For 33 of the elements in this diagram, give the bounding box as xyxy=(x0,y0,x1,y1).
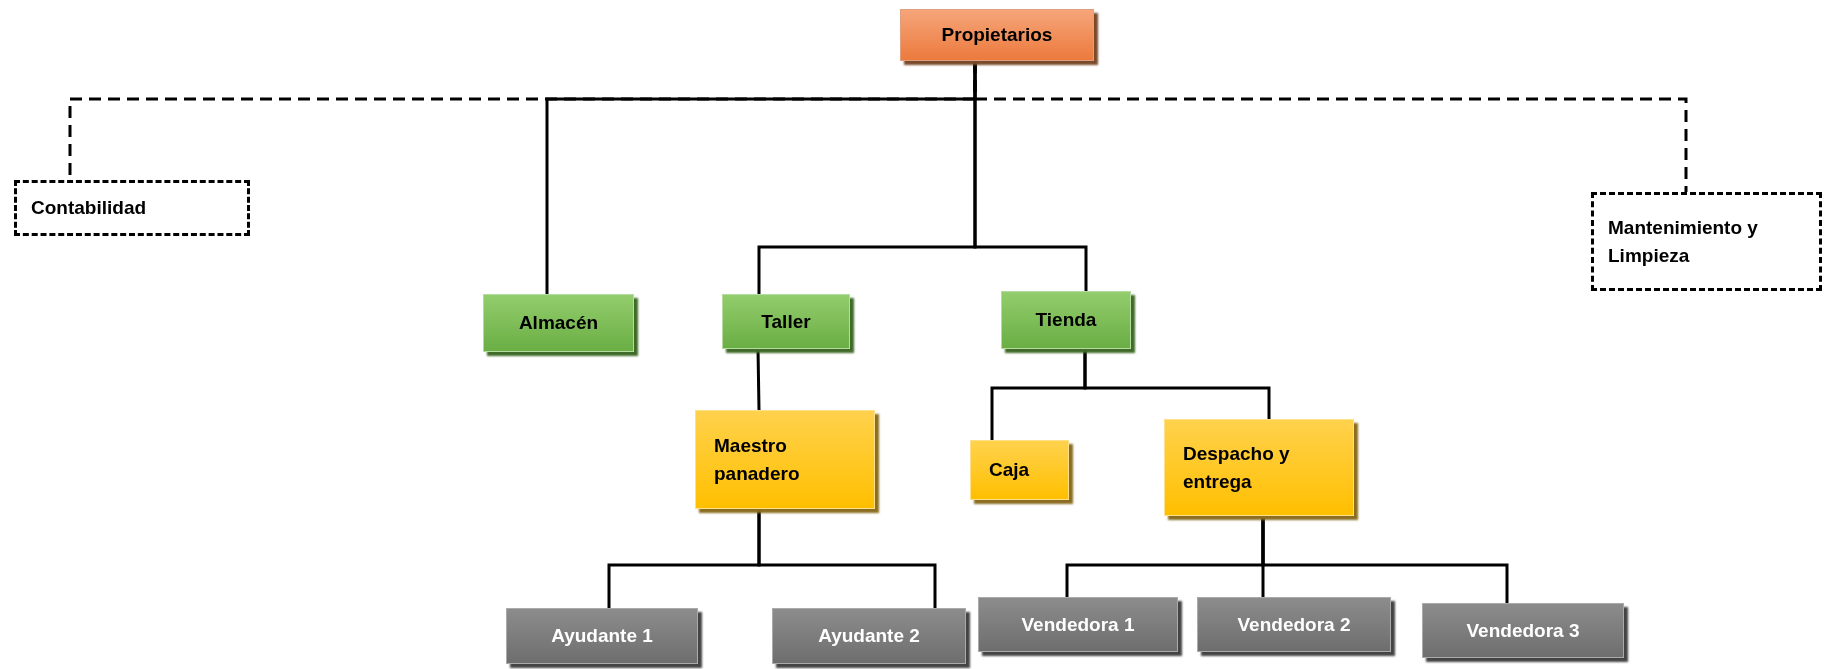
org-box xyxy=(722,294,850,349)
connector-line xyxy=(1261,516,1509,603)
box-label: Vendedora 3 xyxy=(1466,618,1580,643)
org-box xyxy=(506,608,698,664)
box-label: Almacén xyxy=(518,311,599,336)
org-box xyxy=(483,294,634,352)
org-box xyxy=(1001,291,1131,349)
org-box xyxy=(1197,597,1391,652)
box-label: Caja xyxy=(989,458,1030,483)
box-label: Maestro panadero xyxy=(714,433,801,486)
box-label: Vendedora 2 xyxy=(1237,612,1351,637)
box-label: Propietarios xyxy=(941,23,1053,48)
connector-line xyxy=(1083,349,1271,419)
connector-line xyxy=(973,61,1088,291)
org-box xyxy=(1164,419,1354,516)
org-box xyxy=(978,597,1178,652)
connector-line xyxy=(757,509,937,608)
box-label: Tienda xyxy=(1035,308,1097,333)
org-box xyxy=(900,9,1094,61)
box-label: Mantenimiento y Limpieza xyxy=(1608,215,1759,268)
box-label: Ayudante 2 xyxy=(818,624,920,649)
box-label: Vendedora 1 xyxy=(1021,612,1135,637)
org-box xyxy=(1422,603,1624,658)
org-box xyxy=(695,410,875,509)
dashed-box xyxy=(14,180,250,236)
org-box xyxy=(772,608,966,664)
box-label: Ayudante 1 xyxy=(551,624,653,649)
dashed-box xyxy=(1591,192,1822,291)
box-label: Contabilidad xyxy=(31,196,147,221)
box-label: Taller xyxy=(761,309,811,334)
connector-line xyxy=(756,348,761,411)
org-box xyxy=(970,440,1069,500)
box-label: Despacho y entrega xyxy=(1183,441,1291,494)
